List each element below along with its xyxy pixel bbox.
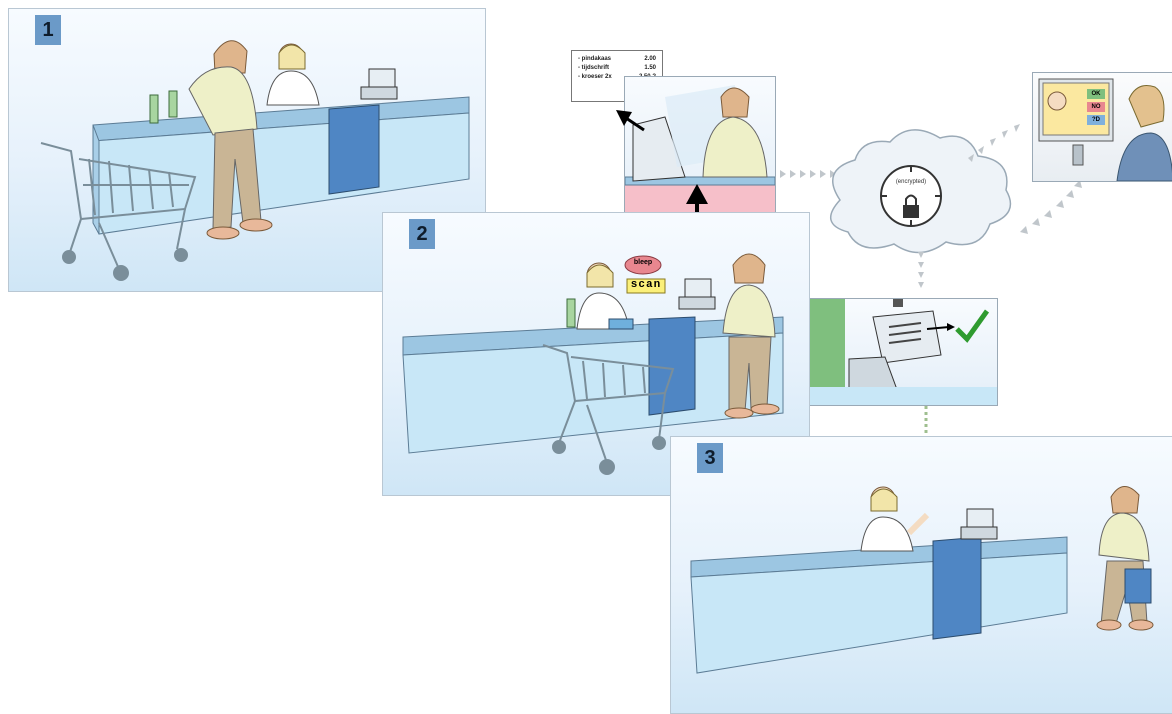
- cashier-body-3: [860, 516, 914, 552]
- dotted-arrow-from-monitor: [1020, 180, 1082, 234]
- customer-body-3: [1098, 512, 1150, 562]
- check-screen: [872, 310, 942, 364]
- panel-1-number: 1: [35, 15, 61, 45]
- customer-body-2: [722, 284, 776, 338]
- beep-bubble: [624, 255, 662, 275]
- scan-text: scan: [630, 279, 662, 291]
- panel-3: 3: [670, 436, 1172, 714]
- register-3: [966, 508, 994, 528]
- scan-bubble: [626, 278, 666, 294]
- lock-circle: [880, 165, 942, 227]
- panel-3-illustration: [690, 486, 1154, 674]
- cloud: [830, 129, 1012, 254]
- pink-counter: [625, 185, 775, 215]
- shopping-bag: [1124, 568, 1152, 604]
- customer-head-1: [213, 40, 248, 74]
- scanner-screen: [632, 116, 686, 182]
- shopping-cart-2: [542, 344, 675, 475]
- panel-2: 2 bleep scan: [382, 212, 810, 496]
- cloud-label: (encrypted): [895, 179, 927, 185]
- check-icon: [955, 309, 990, 343]
- bottle-2: [168, 90, 178, 118]
- counter-column-3: [932, 536, 982, 640]
- check-view: [808, 298, 998, 406]
- register-1: [368, 68, 396, 88]
- dotted-arrow-to-monitor: [968, 124, 1020, 162]
- scanner-view: [624, 76, 776, 216]
- customer-head-3: [1110, 486, 1140, 514]
- register-2: [684, 278, 712, 298]
- screen-option-ok: OK: [1087, 89, 1105, 99]
- panel-2-illustration: [402, 253, 784, 475]
- shopping-cart-1: [40, 142, 197, 281]
- panel-2-number: 2: [409, 219, 435, 249]
- counter-column-1: [328, 104, 380, 195]
- customer-head-2: [732, 253, 766, 284]
- beep-text: bleep: [633, 259, 653, 266]
- dotted-arrow-to-check: [918, 252, 924, 288]
- customer-body-1: [188, 66, 258, 136]
- lock-icon: [903, 194, 919, 218]
- customer-body-scan: [702, 116, 768, 178]
- panel-1: 1: [8, 8, 486, 292]
- operator-view: OK NO ?D: [1032, 72, 1172, 182]
- panel-3-number: 3: [697, 443, 723, 473]
- dotted-arrow-to-cloud: [780, 170, 836, 178]
- cashier-body-1: [266, 70, 320, 106]
- panel-1-illustration: [40, 40, 470, 281]
- bottle-1: [149, 94, 159, 124]
- operator-body: [1116, 132, 1172, 181]
- screen-option-id: ?D: [1087, 115, 1105, 125]
- customer-head-scan: [720, 87, 750, 118]
- counter-column-2: [648, 316, 696, 416]
- screen-option-no: NO: [1087, 102, 1105, 112]
- operator-head: [1128, 85, 1165, 128]
